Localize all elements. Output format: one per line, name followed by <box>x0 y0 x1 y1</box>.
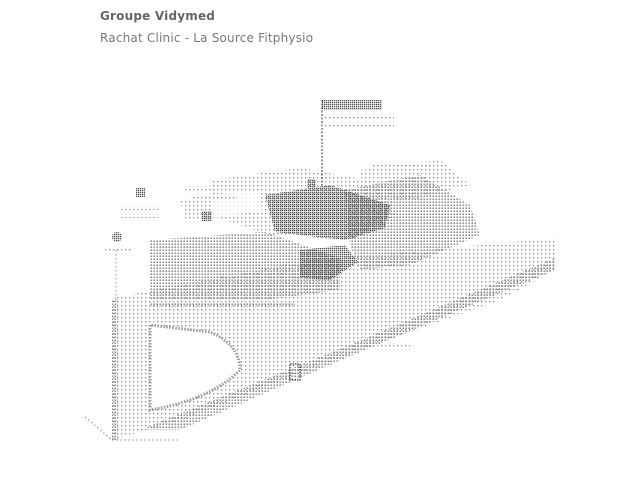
label-mark <box>150 303 295 307</box>
front-wall <box>112 300 118 440</box>
page-subtitle: Rachat Clinic - La Source Fitphysio <box>100 31 314 45</box>
page-title: Groupe Vidymed <box>100 9 216 23</box>
curved-path <box>148 323 242 412</box>
inner-courtyard <box>300 245 358 280</box>
label-mark <box>315 343 410 347</box>
label-mark <box>183 186 243 190</box>
square-marker-icon <box>136 188 145 197</box>
circle-marker-icon <box>112 232 122 242</box>
square-marker-icon <box>202 211 212 221</box>
flag-caption <box>322 115 394 119</box>
flag-icon <box>322 100 382 110</box>
building-block-left <box>150 232 340 300</box>
label-mark <box>104 248 132 252</box>
building-wing-right <box>345 175 480 270</box>
flag-caption-2 <box>322 123 394 127</box>
label-mark <box>120 206 160 210</box>
label-mark <box>190 196 235 200</box>
building-wing-right-top <box>360 160 470 200</box>
square-marker-icon <box>307 179 316 188</box>
label-mark <box>120 214 158 218</box>
label-mark <box>372 164 434 168</box>
door-icon <box>289 363 301 381</box>
ground-edge-line <box>84 416 180 441</box>
